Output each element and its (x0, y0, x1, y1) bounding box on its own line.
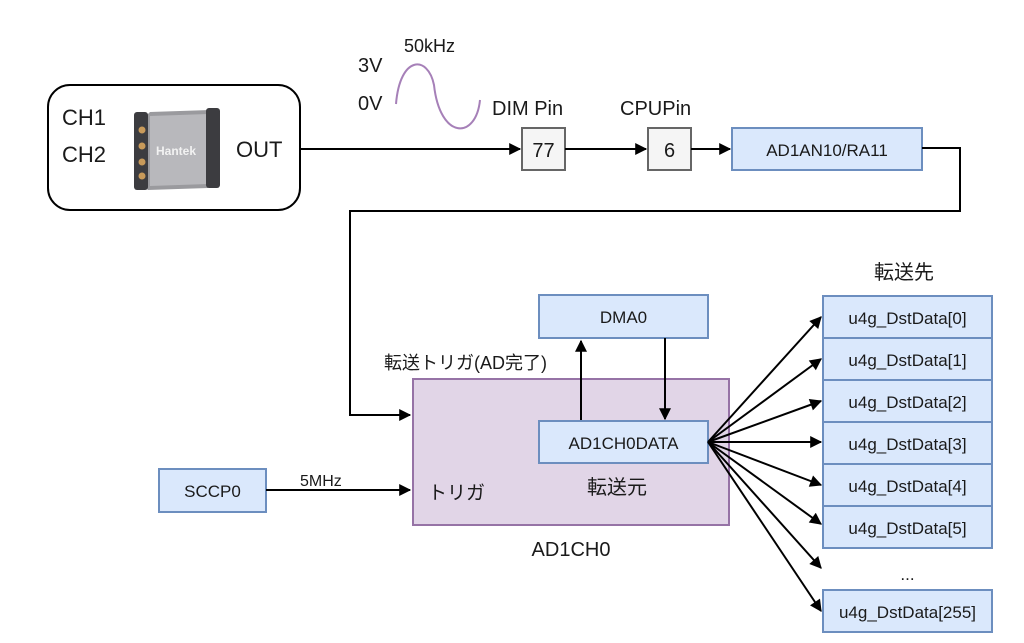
destination-item: u4g_DstData[4] (822, 463, 993, 507)
destination-item-label: u4g_DstData[255] (839, 603, 976, 622)
cpu-pin-label: CPUPin (620, 98, 691, 120)
sine-wave-icon (395, 63, 481, 130)
signal-high-level: 3V (358, 55, 383, 77)
wire-port-to-adc (349, 147, 961, 421)
destination-array: u4g_DstData[0] u4g_DstData[1] u4g_DstDat… (822, 295, 993, 633)
port-label: AD1AN10/RA11 (766, 141, 888, 160)
transfer-source-label: 転送元 (587, 476, 647, 499)
port-block: AD1AN10/RA11 (731, 127, 923, 171)
cpu-pin-number: 6 (664, 140, 675, 162)
destination-item-label: u4g_DstData[4] (848, 477, 966, 496)
destination-ellipsis: ... (900, 565, 914, 584)
destination-item-label: u4g_DstData[5] (848, 519, 966, 538)
destination-item-label: u4g_DstData[2] (848, 393, 966, 412)
timer-block: SCCP0 (158, 468, 267, 513)
destination-item: u4g_DstData[1] (822, 337, 993, 381)
dma-trigger-label: 転送トリガ(AD完了) (384, 353, 547, 373)
dma-label: DMA0 (600, 308, 647, 327)
signal-frequency: 50kHz (404, 36, 455, 56)
adc-trigger-input-label: トリガ (428, 482, 485, 504)
adc-data-label: AD1CH0DATA (569, 434, 680, 453)
dim-pin-label: DIM Pin (492, 98, 563, 120)
out-label: OUT (236, 137, 282, 162)
transfer-destination-title: 転送先 (874, 261, 934, 284)
adc-label: AD1CH0 (532, 539, 611, 561)
dim-pin-number: 77 (532, 140, 554, 162)
dma-block: DMA0 (538, 294, 709, 339)
signal-low-level: 0V (358, 93, 383, 115)
destination-item: u4g_DstData[5] (822, 505, 993, 549)
brand-label: Hantek (156, 144, 196, 158)
arrow-to-dst-1 (707, 358, 822, 443)
arrow-to-dst-ellipsis (707, 441, 822, 569)
arrow-to-dst-5 (707, 441, 822, 525)
destination-item-label: u4g_DstData[0] (848, 309, 966, 328)
signal-annotation: 50kHz 3V 0V (358, 36, 481, 130)
timer-frequency: 5MHz (300, 473, 342, 490)
arrow-to-dst-last (707, 441, 822, 612)
cpu-pin-box: 6 (647, 127, 692, 171)
arrow-to-dst-2 (707, 399, 823, 443)
ch2-label: CH2 (62, 142, 106, 167)
adc-data-register: AD1CH0DATA (538, 420, 709, 464)
arrow-to-dst-0 (707, 316, 822, 443)
oscilloscope-block: CH1 CH2 OUT Hantek (47, 84, 301, 211)
timer-label: SCCP0 (184, 482, 241, 501)
destination-item: u4g_DstData[3] (822, 421, 993, 465)
destination-item-last: u4g_DstData[255] (822, 589, 993, 633)
arrow-to-dst-4 (707, 441, 823, 487)
ch1-label: CH1 (62, 105, 106, 130)
destination-item: u4g_DstData[0] (822, 295, 993, 339)
dim-pin-box: 77 (521, 127, 566, 171)
hantek-device-icon: Hantek (134, 108, 220, 190)
fan-out-arrows (707, 316, 823, 612)
destination-item: u4g_DstData[2] (822, 379, 993, 423)
destination-item-label: u4g_DstData[1] (848, 351, 966, 370)
destination-item-label: u4g_DstData[3] (848, 435, 966, 454)
adc-block: AD1CH0 トリガ 転送元 (412, 378, 730, 561)
